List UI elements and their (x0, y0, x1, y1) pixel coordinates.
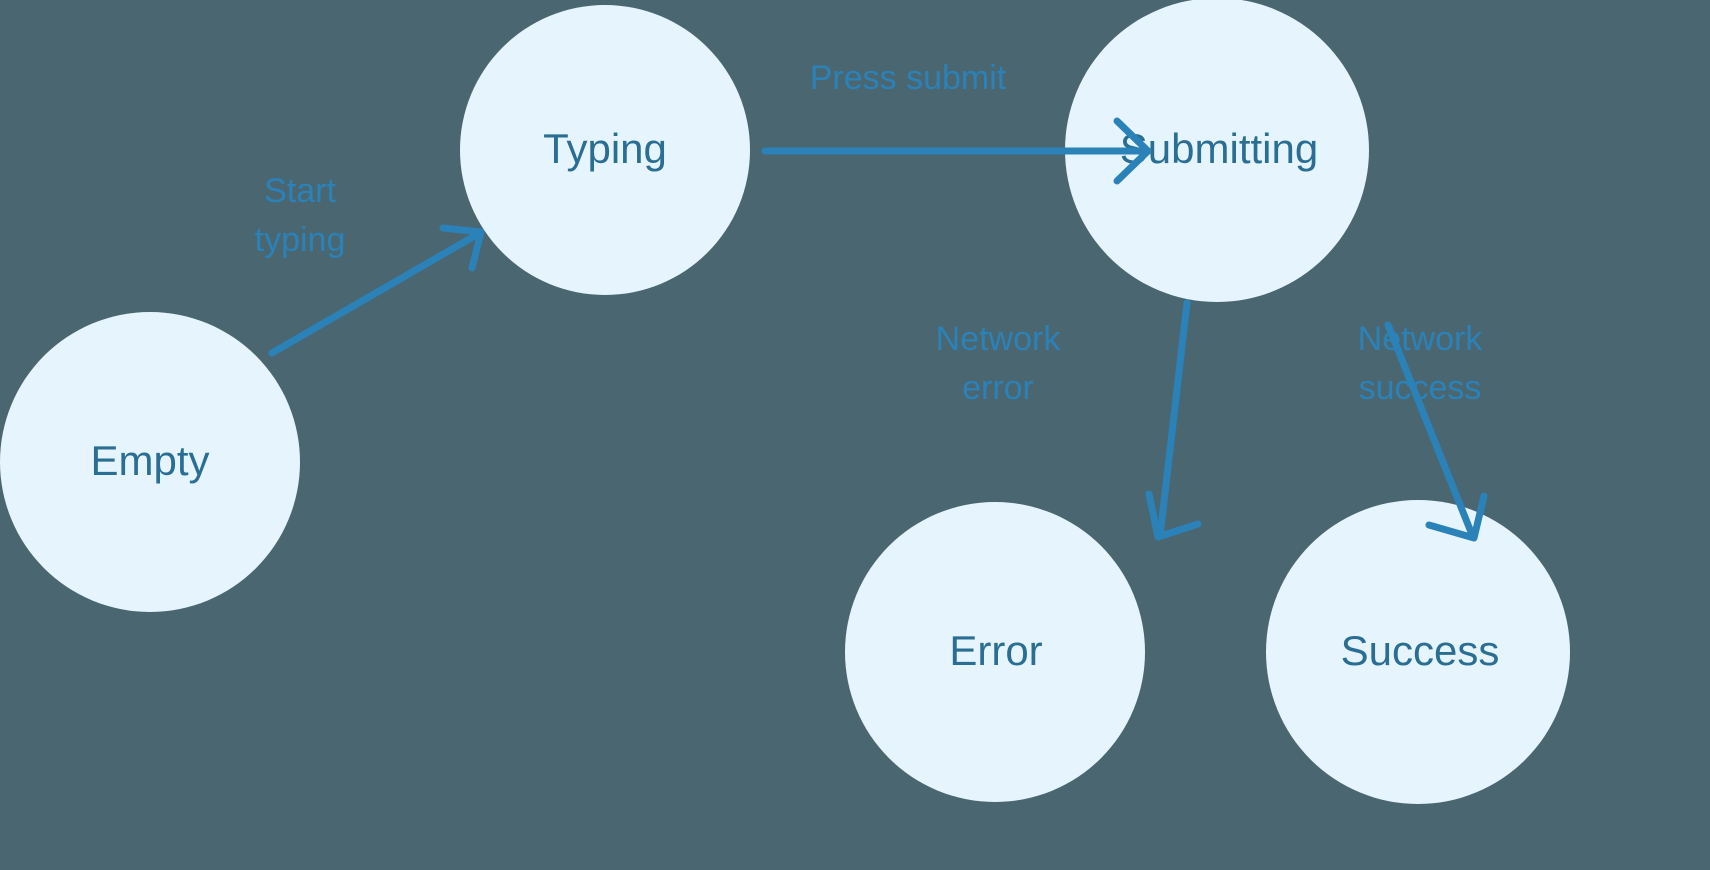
node-error-label: Error (949, 627, 1042, 674)
edge-empty-to-typing[interactable]: Start typing (255, 172, 485, 357)
edge-submitting-to-success-arrowhead (1425, 492, 1488, 542)
node-submitting-circle[interactable] (1065, 0, 1369, 302)
edge-submitting-to-error-label-line1: Network (936, 320, 1062, 358)
node-typing[interactable]: Typing (460, 5, 750, 295)
edge-empty-to-typing-line (268, 230, 482, 357)
node-error-circle[interactable] (845, 502, 1145, 802)
node-error[interactable]: Error (845, 502, 1145, 802)
node-submitting[interactable]: Submitting (1065, 0, 1369, 302)
edge-empty-to-typing-arrowhead (439, 224, 485, 272)
edge-typing-to-submitting[interactable]: Press submit (761, 59, 1152, 185)
node-success[interactable]: Success (1266, 500, 1570, 804)
node-empty[interactable]: Empty (0, 312, 300, 612)
node-submitting-label: Submitting (1120, 125, 1318, 172)
edge-submitting-to-error-line (1156, 299, 1191, 540)
node-empty-label: Empty (90, 437, 209, 484)
edge-submitting-to-error-arrowhead (1145, 490, 1202, 541)
node-success-circle[interactable] (1266, 500, 1570, 804)
edge-empty-to-typing-label-line2: typing (255, 221, 346, 259)
edge-submitting-to-success-label-line1: Network (1358, 320, 1484, 358)
edge-typing-to-submitting-label: Press submit (810, 59, 1007, 97)
node-typing-circle[interactable] (460, 5, 750, 295)
edge-empty-to-typing-label-line1: Start (264, 172, 336, 210)
edge-submitting-to-success-label-line2: success (1359, 369, 1482, 407)
edge-submitting-to-error-label-line2: error (962, 369, 1034, 407)
edge-typing-to-submitting-arrowhead (1113, 117, 1152, 185)
edge-submitting-to-success-line (1384, 321, 1477, 541)
node-success-label: Success (1341, 627, 1500, 674)
node-typing-label: Typing (543, 125, 667, 172)
edge-submitting-to-error[interactable]: Network error (936, 299, 1202, 541)
edge-submitting-to-success[interactable]: Network success (1358, 320, 1488, 542)
node-empty-circle[interactable] (0, 312, 300, 612)
